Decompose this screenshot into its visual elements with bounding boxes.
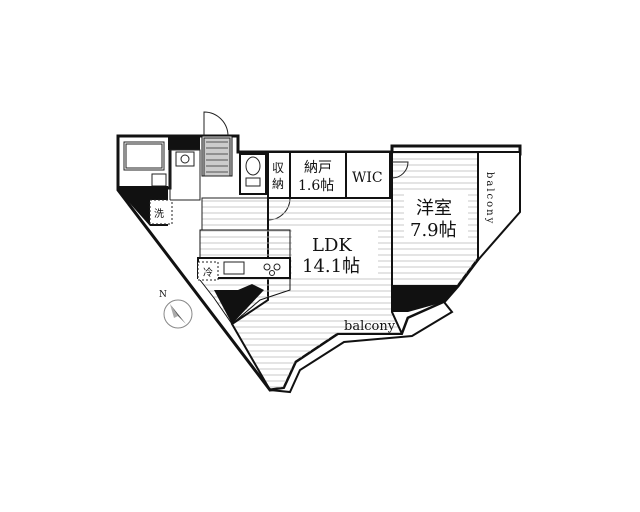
bathroom	[116, 134, 172, 190]
fridge-label: 冷	[203, 266, 213, 279]
storage	[267, 151, 291, 199]
closet-label: 納戸	[304, 160, 332, 176]
wall-block-right	[392, 286, 458, 312]
washer-label: 洗	[154, 208, 164, 220]
toilet-room	[239, 153, 267, 195]
kitchen-counter	[197, 257, 291, 281]
bottom-balcony	[269, 300, 454, 394]
wall-block-upper	[168, 136, 200, 150]
washroom	[149, 149, 201, 225]
side-balcony	[477, 151, 521, 263]
closet-size: 1.6帖	[298, 178, 334, 194]
shoe-cabinet	[203, 137, 231, 177]
western-room-size: 7.9帖	[410, 220, 457, 241]
ldk-size: 14.1帖	[302, 256, 360, 277]
storage-label-top: 収	[272, 161, 284, 175]
ldk-label: LDK	[312, 235, 352, 256]
wall-block-bottom	[214, 284, 264, 324]
compass-north-label: N	[159, 290, 167, 300]
western-room-label: 洋室	[416, 198, 452, 219]
side-balcony-label: balcony	[484, 172, 495, 225]
compass	[163, 299, 193, 329]
bottom-balcony-label: balcony	[344, 319, 396, 334]
storage-label-bottom: 納	[272, 177, 284, 191]
wic-label: WIC	[352, 170, 383, 186]
